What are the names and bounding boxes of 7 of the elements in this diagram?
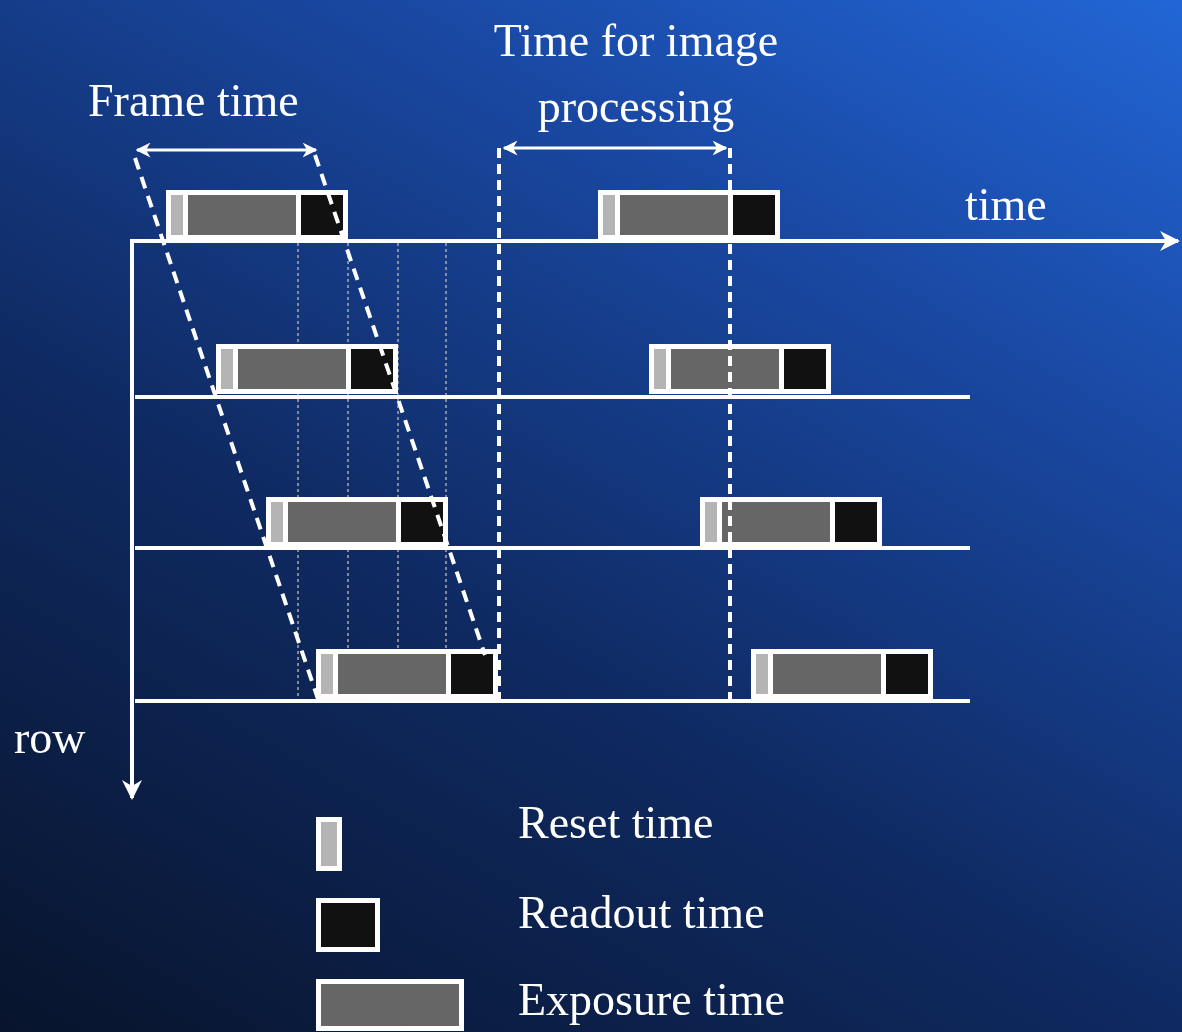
axis-label: time [965, 180, 1047, 230]
legend-label: Readout time [518, 888, 765, 938]
axis-label: row [14, 713, 86, 763]
dimension-label: Frame time [88, 76, 299, 126]
legend-label: Exposure time [518, 975, 785, 1025]
dimension-label: Time for image processing [492, 14, 780, 134]
legend-label: Reset time [518, 798, 714, 848]
